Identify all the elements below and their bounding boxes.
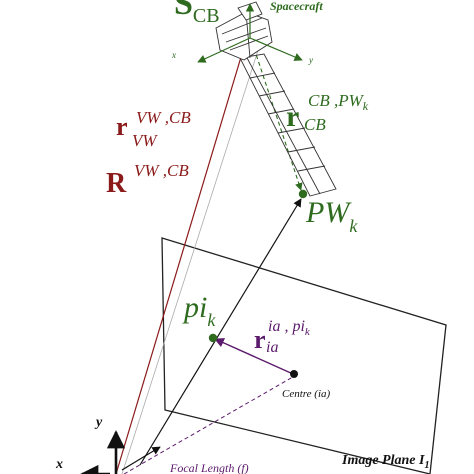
spacecraft-body <box>215 1 273 61</box>
R-vw-label: R <box>106 168 127 199</box>
image-plane <box>161 237 447 474</box>
R-vw-sup: VW ,CB <box>134 161 189 180</box>
r-ia-label: r <box>254 325 266 354</box>
origin-z-axis <box>121 446 161 471</box>
image-plane-label: Image Plane I1 <box>341 453 429 471</box>
pik-label: pik <box>182 291 216 330</box>
focal-length-label: Focal Length (f) <box>169 461 249 474</box>
spacecraft-axis-y <box>249 37 303 61</box>
r-ia-vector <box>214 338 294 375</box>
r-vw-sub: VW <box>132 131 158 150</box>
r-cb-sub: CB <box>304 115 326 134</box>
axis-x-label: x <box>55 457 63 472</box>
r-vw-vector <box>115 36 249 474</box>
r-cb-sup: CB ,PWk <box>308 91 369 113</box>
axis-y-label: y <box>94 415 103 430</box>
focal-length-line <box>123 373 299 474</box>
pwk-point <box>298 189 308 199</box>
spacecraft-axis-x <box>197 37 251 63</box>
r-vw-label: r <box>116 112 128 141</box>
r-ia-sup: ia , pik <box>268 318 311 338</box>
r-cb-label: r <box>286 100 299 133</box>
origin-to-spacecraft-line <box>121 37 263 474</box>
spacecraft-y-label: y <box>308 55 313 65</box>
frame-label: SCB <box>174 0 220 27</box>
centre-label: Centre (ia) <box>282 388 330 400</box>
ray-to-pwk <box>139 198 302 466</box>
r-cb-vector <box>251 41 303 191</box>
spacecraft-x-label: x <box>171 50 176 60</box>
r-ia-sub: ia <box>266 339 278 356</box>
pwk-label: PWk <box>305 196 358 236</box>
r-vw-sup: VW ,CB <box>136 108 191 127</box>
solar-panel <box>239 53 337 197</box>
centre-point <box>290 370 298 378</box>
spacecraft-label: Spacecraft <box>270 0 323 13</box>
pik-point <box>208 333 218 343</box>
